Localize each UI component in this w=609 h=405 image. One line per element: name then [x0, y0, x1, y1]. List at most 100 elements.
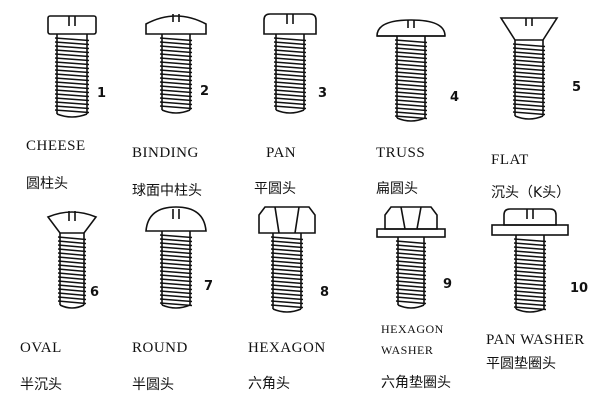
thread-line	[394, 63, 428, 68]
thread-line	[270, 252, 304, 257]
thread-line	[57, 248, 87, 253]
thread-line	[513, 246, 547, 251]
thread-line	[513, 290, 547, 295]
shank-tip	[272, 308, 302, 313]
thread-line	[395, 272, 427, 277]
thread-line	[512, 55, 546, 60]
thread-line	[273, 101, 307, 106]
thread-line	[395, 284, 427, 289]
oval-head	[46, 211, 98, 234]
thread-line	[159, 89, 193, 94]
thread-line	[394, 55, 428, 60]
thread-line	[57, 264, 87, 269]
thread-line	[512, 103, 546, 108]
pan-head-screw-drawing	[263, 13, 317, 114]
thread-line	[57, 252, 87, 257]
thread-line	[270, 272, 304, 277]
thread-line	[57, 300, 87, 305]
thread-line	[273, 65, 307, 70]
screw-truss: 4 TRUSS 扁圆头	[373, 6, 495, 206]
thread-line	[159, 250, 193, 255]
thread-line	[512, 111, 546, 116]
thread-line	[395, 292, 427, 297]
thread-line	[159, 81, 193, 86]
thread-line	[513, 270, 547, 275]
screw-oval: 6 OVAL 半沉头	[20, 205, 152, 405]
thread-line	[159, 234, 193, 239]
thread-line	[273, 45, 307, 50]
thread-line	[512, 91, 546, 96]
thread-line	[54, 97, 90, 102]
thread-line	[273, 41, 307, 46]
thread-line	[512, 75, 546, 80]
thread-line	[273, 73, 307, 78]
thread-line	[513, 302, 547, 307]
thread-line	[159, 57, 193, 62]
thread-line	[395, 240, 427, 245]
thread-line	[54, 65, 90, 70]
thread-line	[394, 39, 428, 44]
thread-line	[395, 256, 427, 261]
thread-line	[394, 91, 428, 96]
thread-line	[270, 300, 304, 305]
thread-line	[57, 276, 87, 281]
thread-line	[54, 41, 90, 46]
thread-line	[513, 282, 547, 287]
thread-line	[273, 85, 307, 90]
thread-line	[395, 268, 427, 273]
thread-line	[394, 59, 428, 64]
shank-tip	[161, 304, 191, 309]
thread-line	[54, 37, 90, 42]
thread-line	[395, 244, 427, 249]
thread-line	[394, 47, 428, 52]
thread-line	[513, 258, 547, 263]
thread-line	[159, 266, 193, 271]
screw-pan: 3 PAN 平圆头	[254, 6, 378, 206]
thread-line	[159, 258, 193, 263]
thread-line	[270, 292, 304, 297]
name-en: HEXAGON	[248, 340, 326, 356]
thread-line	[273, 97, 307, 102]
pan-washer-head-screw-drawing	[491, 208, 569, 313]
item-number: 2	[200, 84, 210, 99]
thread-line	[54, 101, 90, 106]
thread-line	[513, 286, 547, 291]
thread-line	[54, 57, 90, 62]
thread-line	[54, 45, 90, 50]
thread-line	[395, 280, 427, 285]
thread-line	[159, 294, 193, 299]
thread-line	[394, 107, 428, 112]
screw-flat: 5 FLAT 沉头（K头）	[486, 6, 608, 206]
slot	[68, 16, 76, 26]
shank-tip	[397, 304, 425, 309]
shank-tip	[275, 109, 305, 114]
thread-line	[395, 260, 427, 265]
name-zh: 扁圆头	[376, 181, 418, 197]
thread-line	[159, 69, 193, 74]
name-en: FLAT	[491, 152, 529, 168]
shank-tip	[515, 308, 545, 313]
thread-line	[57, 236, 87, 241]
thread-line	[395, 288, 427, 293]
shank-tip	[161, 109, 191, 114]
name-zh: 半圆头	[132, 377, 174, 393]
thread-line	[159, 238, 193, 243]
thread-line	[159, 61, 193, 66]
thread-line	[395, 248, 427, 253]
thread-line	[270, 260, 304, 265]
washer-flange	[491, 224, 569, 236]
name-zh: 平圆头	[254, 181, 296, 197]
thread-line	[57, 260, 87, 265]
thread-line	[513, 238, 547, 243]
hexagon-facets	[400, 206, 422, 230]
name-zh: 平圆垫圈头	[486, 356, 556, 372]
item-number: 4	[450, 90, 460, 105]
item-number: 9	[443, 277, 453, 292]
binding-head	[145, 15, 207, 35]
thread-line	[273, 89, 307, 94]
thread-line	[54, 53, 90, 58]
thread-line	[395, 276, 427, 281]
thread-line	[273, 69, 307, 74]
thread-line	[394, 111, 428, 116]
thread-line	[270, 288, 304, 293]
